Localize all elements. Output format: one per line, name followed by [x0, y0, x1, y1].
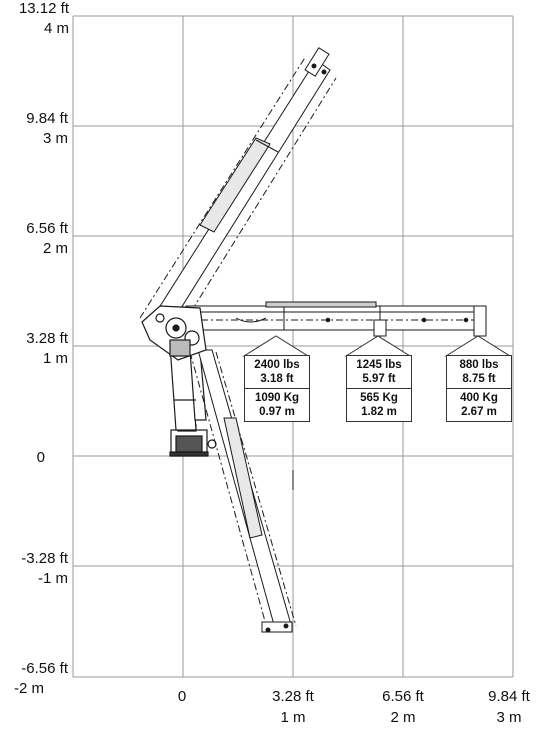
x-tick-ft: 3.28 ft [272, 688, 314, 705]
reach-m: 0.97 m [259, 406, 295, 418]
reach-ft: 3.18 ft [260, 373, 294, 385]
load-lbs: 880 lbs [459, 359, 499, 371]
y-tick-ft: 9.84 ft [26, 110, 68, 127]
reach-ft: 5.97 ft [362, 373, 396, 385]
reach-m: 2.67 m [461, 406, 497, 418]
y-tick-m: 4 m [43, 20, 69, 37]
load-metric: 1090 Kg 0.97 m [245, 388, 309, 421]
load-metric: 400 Kg 2.67 m [447, 388, 511, 421]
x-tick-m: 0 [177, 688, 187, 705]
crane-base [169, 424, 217, 457]
horizontal-boom [185, 301, 487, 337]
load-imperial: 880 lbs 8.75 ft [447, 356, 511, 388]
load-metric: 565 Kg 1.82 m [347, 388, 411, 421]
load-lbs: 2400 lbs [254, 359, 300, 371]
reach-m: 1.82 m [361, 406, 397, 418]
load-pointers [242, 335, 512, 357]
y-tick-m: -1 m [38, 570, 68, 587]
load-kg: 565 Kg [360, 392, 398, 404]
crane-joint [141, 305, 207, 361]
load-kg: 1090 Kg [254, 392, 300, 404]
x-tick-m: 3 m [496, 709, 522, 726]
y-tick-m: 3 m [42, 130, 68, 147]
y-tick-ft: 3.28 ft [26, 330, 68, 347]
x-tick-m: 1 m [280, 709, 306, 726]
x-tick-m: 2 m [390, 709, 416, 726]
load-imperial: 2400 lbs 3.18 ft [245, 356, 309, 388]
load-imperial: 1245 lbs 5.97 ft [347, 356, 411, 388]
y-tick-m: 0 [36, 449, 45, 466]
y-tick-m: 2 m [42, 240, 68, 257]
y-tick-ft: -6.56 ft [21, 660, 68, 677]
load-table: 880 lbs 8.75 ft 400 Kg 2.67 m [446, 355, 512, 422]
lowered-boom [189, 349, 297, 633]
y-tick-m: 1 m [42, 350, 68, 367]
y-tick-ft: -3.28 ft [21, 550, 68, 567]
x-tick-ft: 9.84 ft [488, 688, 530, 705]
y-tick-ft: 13.12 ft [18, 0, 69, 17]
load-lbs: 1245 lbs [356, 359, 402, 371]
y-tick-ft: 6.56 ft [26, 220, 68, 237]
load-table: 2400 lbs 3.18 ft 1090 Kg 0.97 m [244, 355, 310, 422]
load-table: 1245 lbs 5.97 ft 565 Kg 1.82 m [346, 355, 412, 422]
y-tick-m: -2 m [14, 680, 44, 697]
x-tick-ft: 6.56 ft [382, 688, 424, 705]
load-kg: 400 Kg [460, 392, 498, 404]
reach-ft: 8.75 ft [462, 373, 496, 385]
raised-boom [139, 47, 337, 337]
